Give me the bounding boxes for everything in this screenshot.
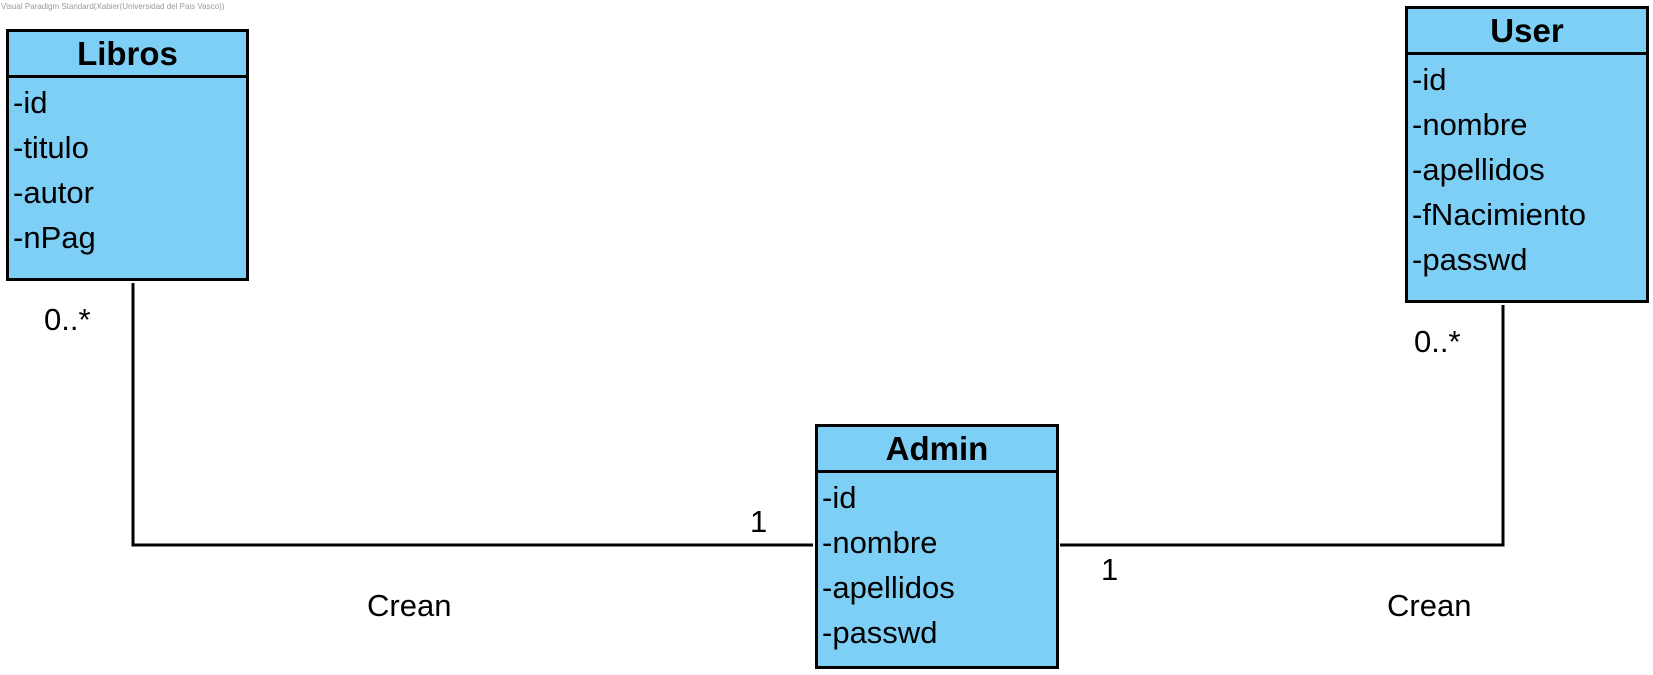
association-libros-admin-name: Crean <box>367 588 452 623</box>
class-libros-name: Libros <box>9 32 246 78</box>
association-user-admin-line[interactable] <box>1060 305 1505 547</box>
class-admin-attr-apellidos: -apellidos <box>822 570 955 605</box>
class-libros-attr-id: -id <box>13 85 48 120</box>
class-admin-attr-passwd: -passwd <box>822 615 938 650</box>
class-user[interactable]: User -id -nombre -apellidos -fNacimiento… <box>1405 6 1649 303</box>
class-user-name: User <box>1408 9 1646 55</box>
class-libros-attr-autor: -autor <box>13 175 94 210</box>
class-libros-attr-titulo: -titulo <box>13 130 89 165</box>
class-user-attributes: -id -nombre -apellidos -fNacimiento -pas… <box>1408 55 1646 282</box>
association-user-admin-name: Crean <box>1387 588 1472 623</box>
class-admin-name: Admin <box>818 427 1056 473</box>
class-admin-attr-id: -id <box>822 480 857 515</box>
multiplicity-admin-user: 1 <box>1101 552 1119 587</box>
watermark: Visual Paradigm Standard(Xabier(Universi… <box>1 2 225 11</box>
class-admin-attr-nombre: -nombre <box>822 525 938 560</box>
multiplicity-user: 0..* <box>1414 324 1461 359</box>
class-user-attr-id: -id <box>1412 62 1447 97</box>
association-libros-admin-line[interactable] <box>131 283 813 547</box>
class-libros-attributes: -id -titulo -autor -nPag <box>9 78 246 260</box>
class-user-attr-nombre: -nombre <box>1412 107 1528 142</box>
class-user-attr-passwd: -passwd <box>1412 242 1528 277</box>
class-libros[interactable]: Libros -id -titulo -autor -nPag <box>6 29 249 281</box>
multiplicity-libros: 0..* <box>44 302 91 337</box>
multiplicity-admin-libros: 1 <box>750 504 768 539</box>
class-admin-attributes: -id -nombre -apellidos -passwd <box>818 473 1056 655</box>
class-admin[interactable]: Admin -id -nombre -apellidos -passwd <box>815 424 1059 669</box>
class-user-attr-fnacimiento: -fNacimiento <box>1412 197 1586 232</box>
class-user-attr-apellidos: -apellidos <box>1412 152 1545 187</box>
class-libros-attr-npag: -nPag <box>13 220 96 255</box>
